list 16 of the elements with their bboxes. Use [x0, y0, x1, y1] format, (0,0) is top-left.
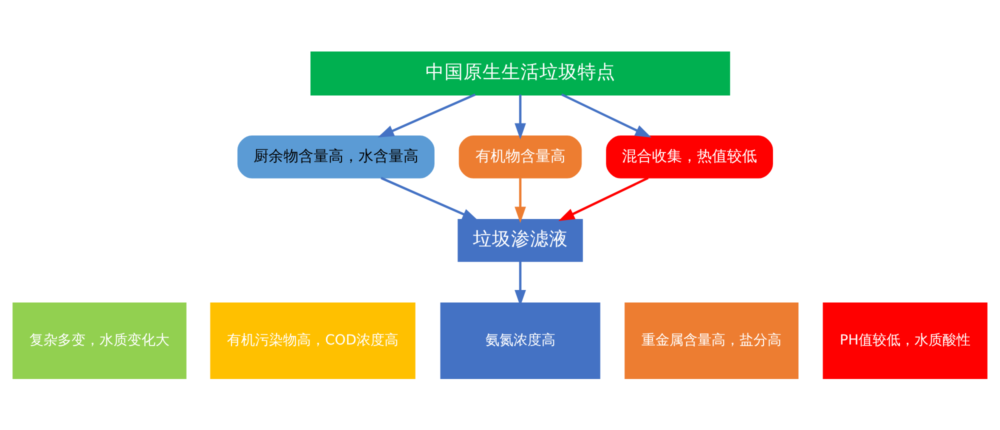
- node-box: 有机物含量高: [458, 135, 582, 178]
- arrow: [378, 92, 476, 137]
- node-box: 有机污染物高，COD浓度高: [210, 302, 416, 378]
- arrow: [558, 176, 649, 220]
- node-box: PH值较低，水质酸性: [822, 302, 988, 378]
- arrow: [561, 92, 652, 138]
- arrow: [514, 178, 526, 222]
- node-box: 中国原生生活垃圾特点: [310, 50, 730, 96]
- node-box: 复杂多变，水质变化大: [12, 302, 186, 378]
- arrow: [514, 94, 526, 139]
- node-box: 重金属含量高，盐分高: [624, 302, 798, 378]
- node-box: 氨氮浓度高: [440, 302, 600, 378]
- node-box: 厨余物含量高，水含量高: [237, 135, 434, 178]
- node-box: 垃圾渗滤液: [458, 218, 583, 262]
- arrow: [380, 176, 479, 220]
- node-box: 混合收集，热值较低: [606, 135, 773, 178]
